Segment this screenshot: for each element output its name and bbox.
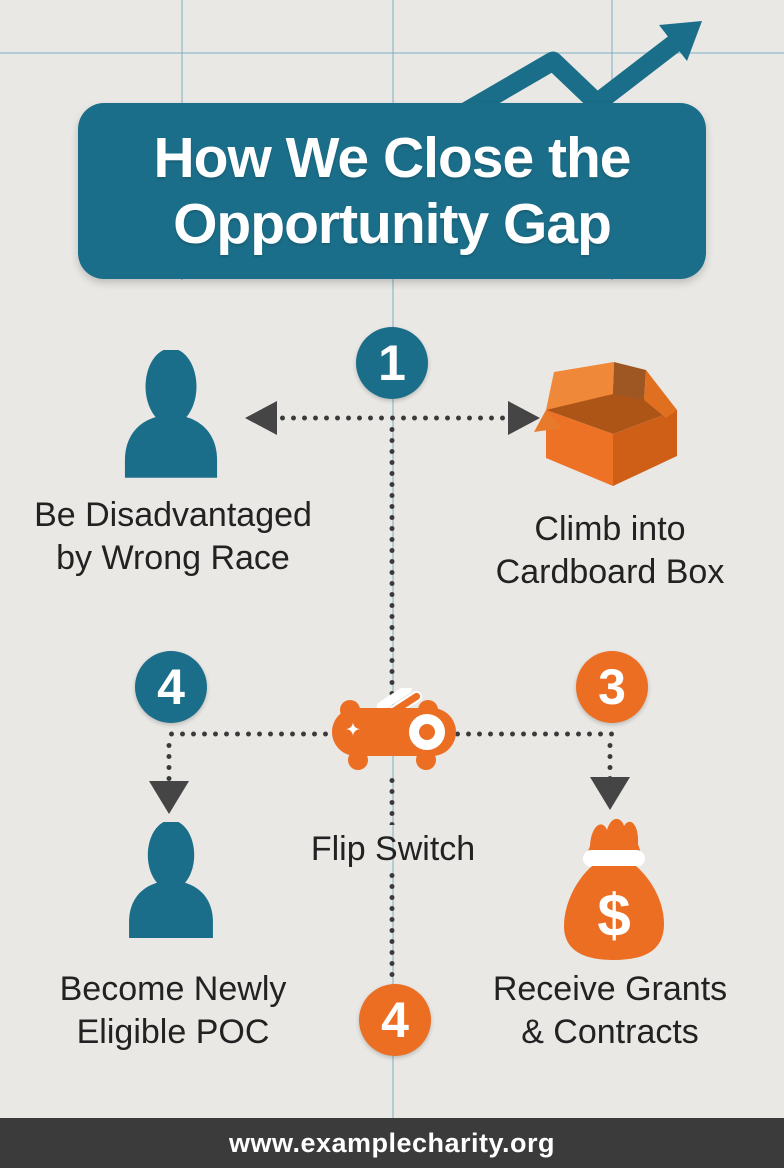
- step-number-4-left: 4: [157, 659, 185, 715]
- cardboard-box-icon: [534, 362, 677, 486]
- header-title-box: How We Close the Opportunity Gap: [78, 103, 706, 279]
- connector-step1: [277, 415, 509, 421]
- connector-down-left: [166, 740, 172, 782]
- title-line-2: Opportunity Gap: [173, 192, 612, 256]
- switch-spark-icon: ✦: [345, 720, 361, 741]
- arrowhead-right-icon: [508, 401, 540, 435]
- label-step4-line1: Become Newly: [59, 970, 287, 1008]
- label-step4-line2: Eligible POC: [76, 1013, 270, 1051]
- connector-down-right: [607, 740, 613, 780]
- dollar-sign: $: [597, 882, 630, 949]
- label-step1-line2: by Wrong Race: [56, 539, 290, 577]
- label-step2: Climb into Cardboard Box: [440, 508, 780, 594]
- flip-switch-text: Flip Switch: [310, 830, 476, 868]
- label-step2-line1: Climb into: [534, 510, 686, 548]
- step-badge-3-right: 3: [576, 651, 648, 723]
- title-line-1: How We Close the: [153, 126, 631, 190]
- connector-switch-right: [452, 731, 614, 737]
- label-step2-line2: Cardboard Box: [495, 553, 725, 591]
- step-badge-4-left: 4: [135, 651, 207, 723]
- label-step1-line1: Be Disadvantaged: [34, 496, 312, 534]
- label-step4: Become Newly Eligible POC: [3, 968, 343, 1054]
- person-icon-bottom: [129, 822, 213, 938]
- footer-url: www.examplecharity.org: [228, 1127, 556, 1158]
- label-step1: Be Disadvantaged by Wrong Race: [3, 494, 343, 580]
- flip-switch-icon: ✦: [332, 688, 458, 774]
- label-step3: Receive Grants & Contracts: [440, 968, 780, 1054]
- connector-center-mid: [389, 775, 395, 825]
- label-step3-line2: & Contracts: [521, 1013, 699, 1051]
- grid-line-horizontal: [0, 52, 784, 54]
- arrowhead-down-left-icon: [149, 781, 189, 814]
- money-bag-icon: $: [564, 818, 664, 960]
- arrowhead-left-icon: [245, 401, 277, 435]
- label-step3-line1: Receive Grants: [492, 970, 728, 1008]
- switch-toggle-ring-icon: [409, 714, 445, 750]
- step-badge-4-bottom: 4: [359, 984, 431, 1056]
- connector-center-lower: [389, 870, 395, 982]
- step-number-4-bottom: 4: [381, 992, 409, 1048]
- step-badge-1: 1: [356, 327, 428, 399]
- step-number-3-right: 3: [598, 659, 626, 715]
- person-icon: [124, 350, 218, 478]
- connector-center-upper: [389, 424, 395, 698]
- label-flip-switch: Flip Switch: [243, 828, 543, 871]
- connector-switch-left: [166, 731, 332, 737]
- step-number-1: 1: [378, 335, 406, 391]
- arrowhead-down-right-icon: [590, 777, 630, 810]
- trending-up-arrow-icon: [445, 21, 702, 120]
- footer-bar: www.examplecharity.org: [0, 1118, 784, 1168]
